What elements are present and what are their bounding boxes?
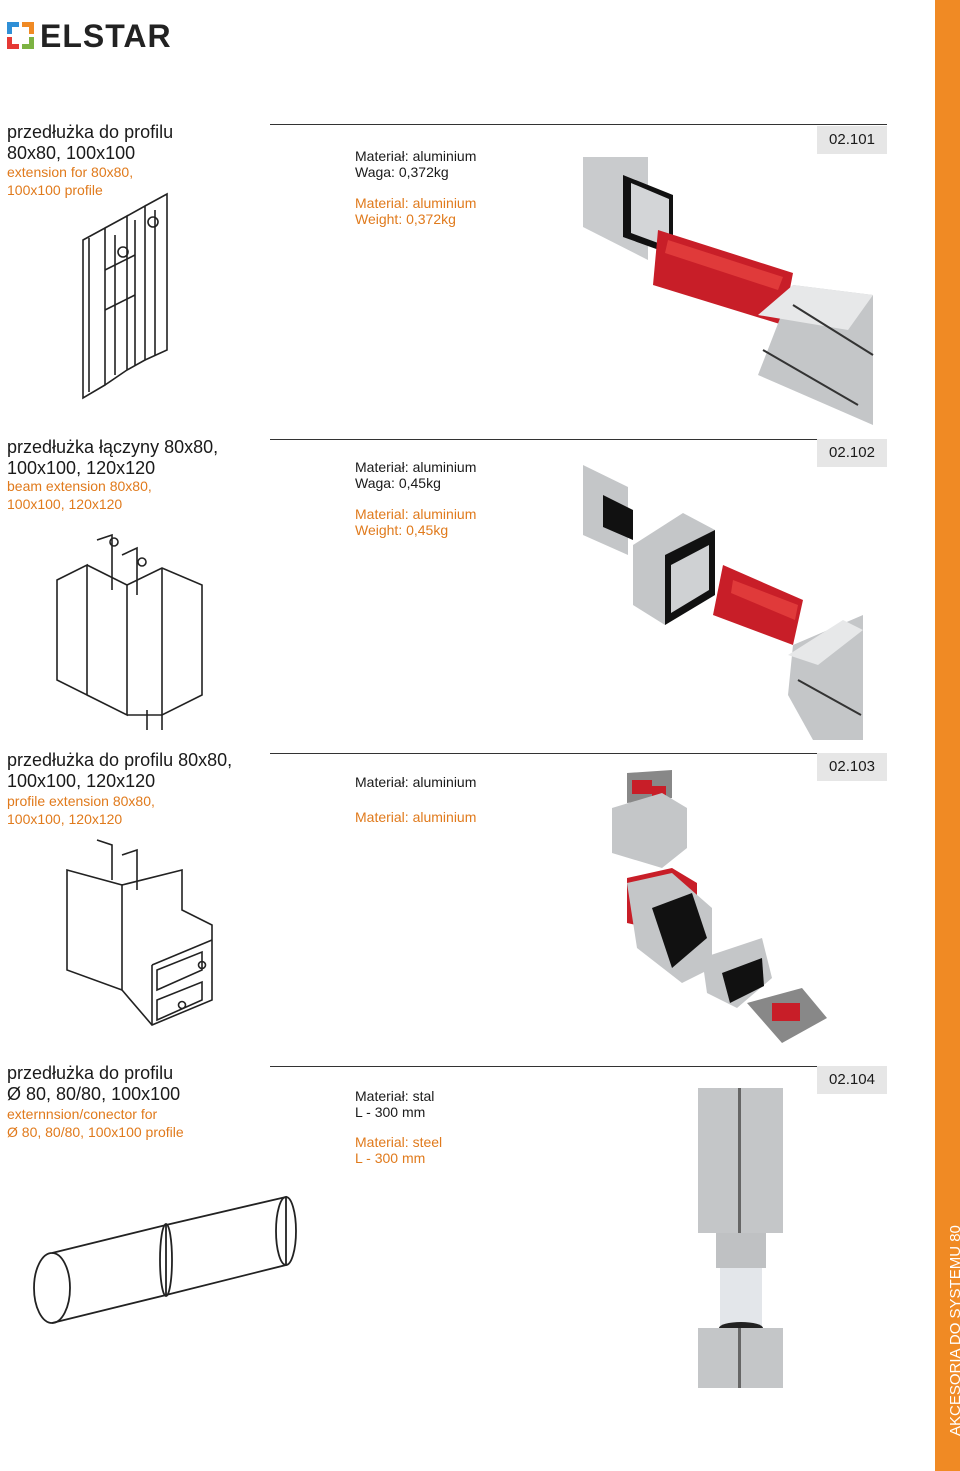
product-title-en: externnsion/conector for Ø 80, 80/80, 10… (7, 1106, 184, 1140)
product-title-pl: przedłużka do profilu 80x80, 100x100 (7, 122, 174, 163)
product-code: 02.102 (817, 439, 887, 467)
product-code: 02.101 (817, 126, 887, 154)
section-divider (270, 753, 887, 754)
product-spec-en: Material: aluminium Weight: 0,372kg (355, 195, 477, 227)
product-code: 02.103 (817, 753, 887, 781)
product-spec-pl: Materiał: stal L - 300 mm (355, 1088, 435, 1120)
section-divider (270, 439, 887, 440)
product-spec-pl: Materiał: aluminium Waga: 0,372kg (355, 148, 477, 180)
product-code: 02.104 (817, 1066, 887, 1094)
product-spec-en: Material: steel L - 300 mm (355, 1134, 443, 1166)
product-spec-en: Material: aluminium Weight: 0,45kg (355, 506, 477, 538)
profile-extension-line-drawing (66, 839, 213, 1026)
product-title-en: extension for 80x80, 100x100 profile (7, 164, 134, 198)
profile-extension-render-image (612, 770, 827, 1043)
product-spec-pl: Materiał: aluminium Waga: 0,45kg (355, 459, 477, 491)
tube-connector-line-drawing (33, 1195, 297, 1324)
elstar-logo-icon (7, 22, 34, 49)
beam-extension-line-drawing (56, 533, 203, 730)
extension-line-drawing (82, 192, 168, 400)
tube-connector-render-image (698, 1088, 783, 1388)
sidebar-band (935, 0, 960, 1471)
section-divider (270, 124, 887, 125)
section-divider (270, 1066, 887, 1067)
product-spec-en: Material: aluminium (355, 809, 477, 825)
brand-name: ELSTAR (40, 18, 172, 54)
product-title-en: beam extension 80x80, 100x100, 120x120 (7, 478, 152, 512)
beam-extension-render-image (583, 465, 863, 740)
product-title-pl: przedłużka do profilu Ø 80, 80/80, 100x1… (7, 1063, 181, 1104)
product-spec-pl: Materiał: aluminium (355, 774, 477, 790)
product-title-en: profile extension 80x80, 100x100, 120x12… (7, 793, 155, 827)
product-title-pl: przedłużka łączyny 80x80, 100x100, 120x1… (7, 437, 219, 478)
extension-render-image (583, 157, 874, 425)
sidebar-label: AKCESORIA DO SYSTEMU 80 (947, 1225, 960, 1436)
product-title-pl: przedłużka do profilu 80x80, 100x100, 12… (7, 750, 233, 791)
